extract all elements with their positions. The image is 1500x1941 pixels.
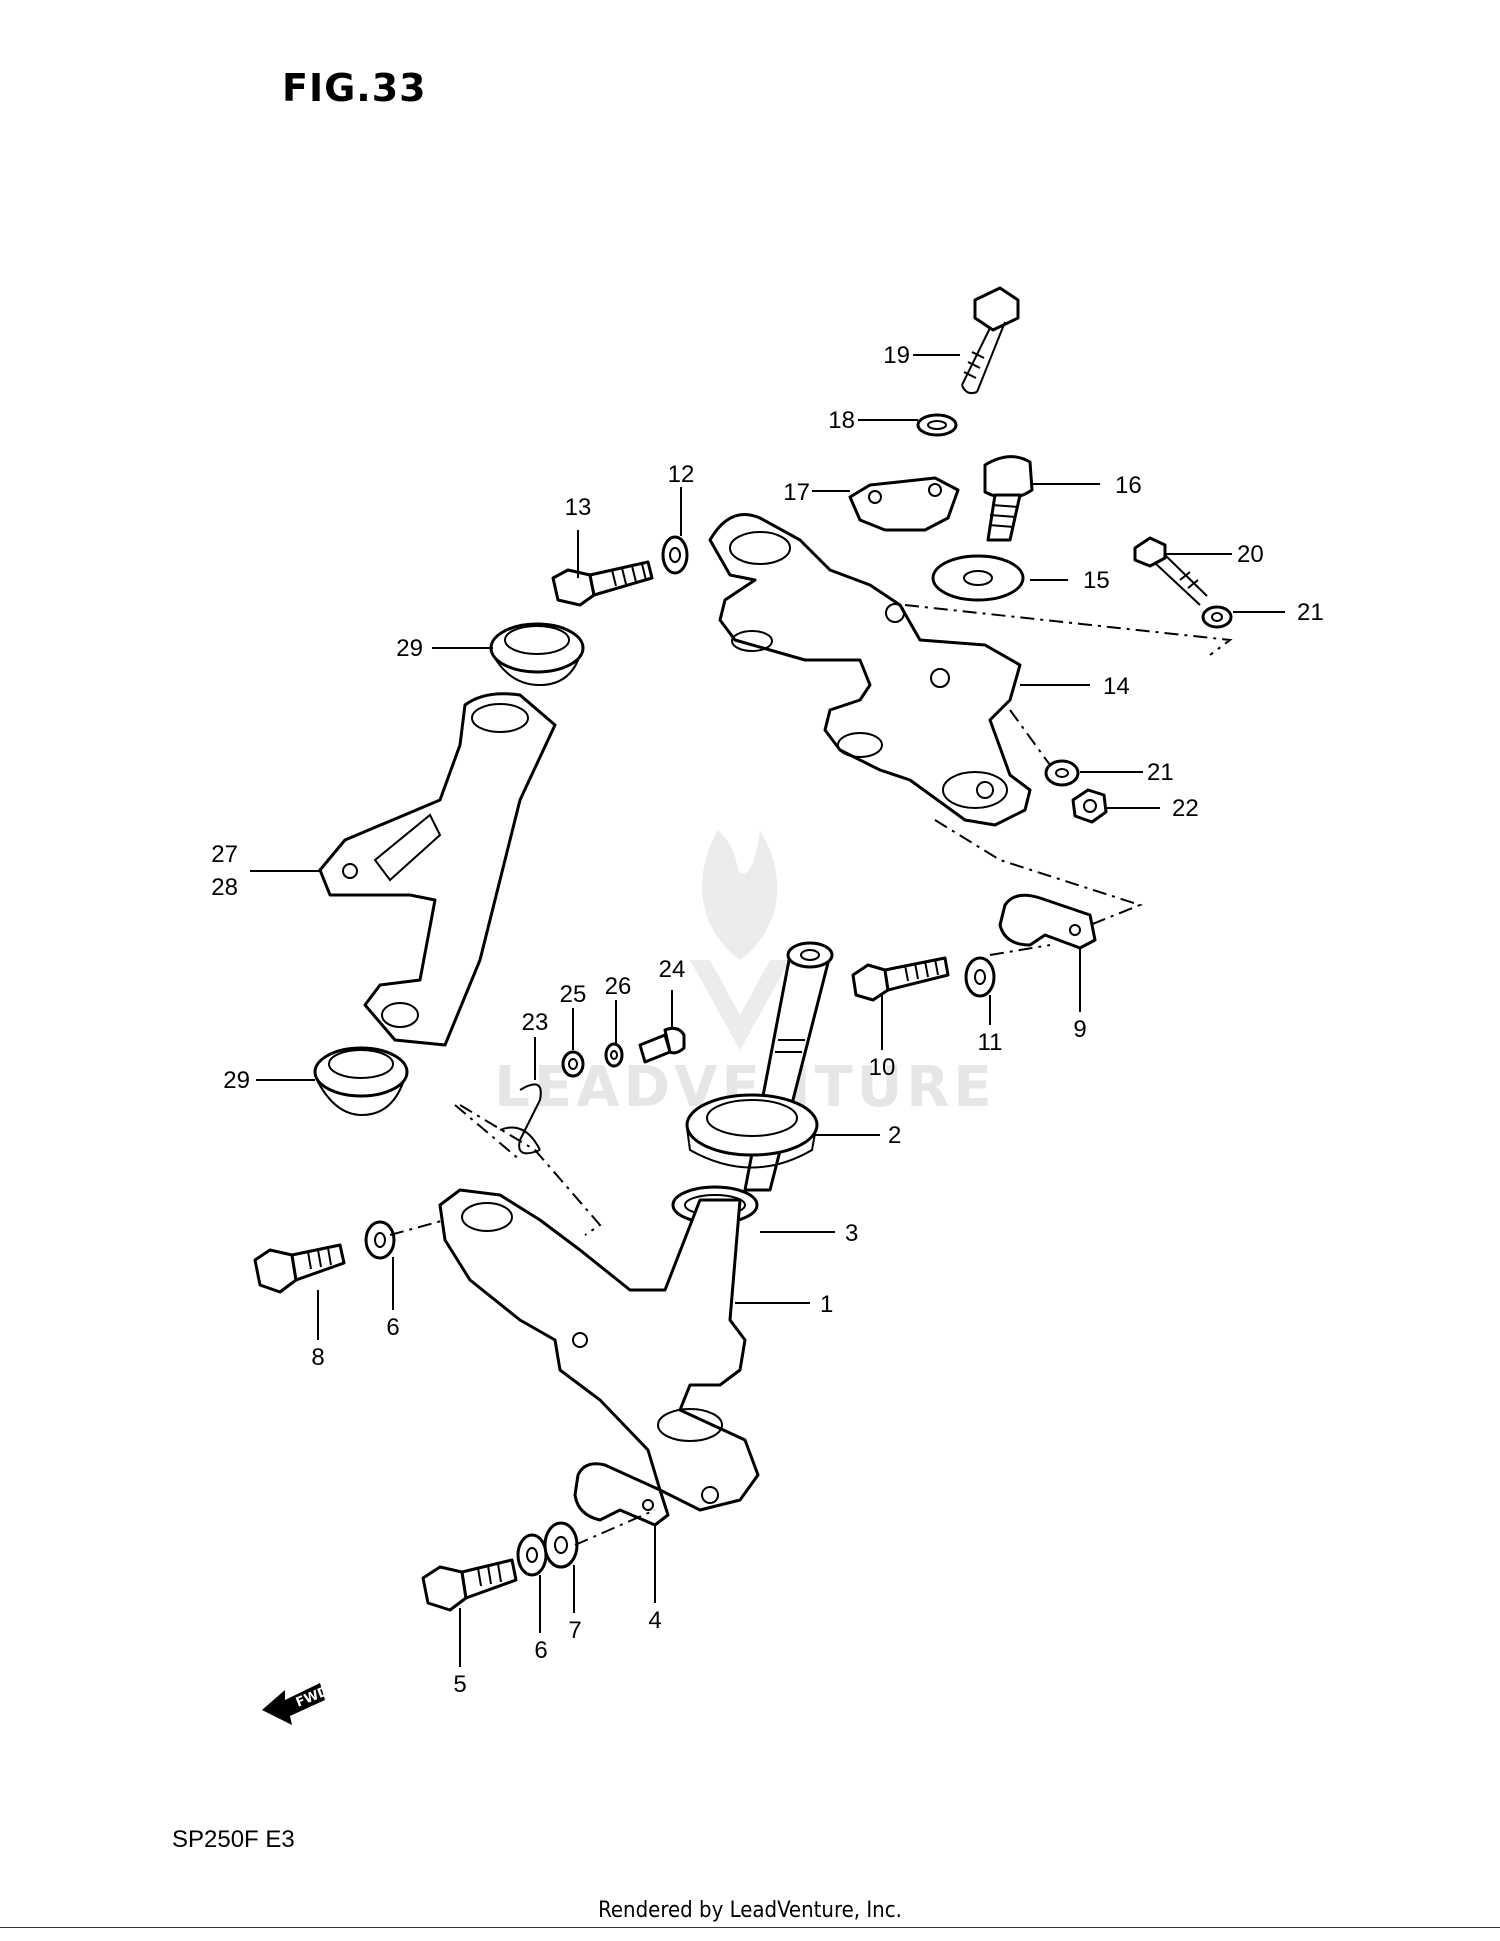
part-11-washer: [964, 956, 996, 998]
assembly-lines: [389, 604, 1233, 1546]
callout-22: 22: [1172, 795, 1199, 822]
part-13-bolt: [551, 560, 654, 607]
callout-15: 15: [1083, 567, 1110, 594]
callout-29-upper: 29: [396, 635, 423, 662]
callout-19: 19: [883, 342, 910, 369]
part-29-seal-upper: [489, 622, 585, 687]
callout-2: 2: [888, 1122, 901, 1149]
part-29-seal-lower: [313, 1046, 409, 1117]
callout-20: 20: [1237, 541, 1264, 568]
callout-labels: 19 18 17 16 20 15 21 14 21 22 13 12 29 2…: [211, 342, 1323, 1698]
callout-12: 12: [668, 461, 695, 488]
callout-23: 23: [522, 1009, 549, 1036]
callout-16: 16: [1115, 472, 1142, 499]
callout-24: 24: [659, 956, 686, 983]
callout-17: 17: [783, 479, 810, 506]
part-6-washer-upper: [364, 1220, 396, 1260]
callout-4: 4: [648, 1607, 661, 1634]
callout-13: 13: [565, 494, 592, 521]
part-20-bolt: [1133, 536, 1208, 606]
callout-7: 7: [568, 1617, 581, 1644]
leader-lines: [250, 354, 1285, 1667]
callout-10: 10: [869, 1054, 896, 1081]
part-21-washer-upper: [1201, 605, 1233, 629]
part-16-stem-bolt: [983, 455, 1034, 542]
part-27-28-headlight-bracket: [318, 692, 557, 1047]
callout-1: 1: [820, 1291, 833, 1318]
part-7-washer: [543, 1521, 579, 1569]
part-1-lower-bracket: [438, 1188, 760, 1512]
callout-6-lower: 6: [534, 1637, 547, 1664]
footer-divider: [0, 1927, 1500, 1928]
callout-18: 18: [828, 407, 855, 434]
callout-25: 25: [560, 981, 587, 1008]
callout-27: 27: [211, 841, 238, 868]
fwd-arrow-icon: FWD: [262, 1683, 331, 1725]
callout-9: 9: [1073, 1016, 1086, 1043]
model-code: SP250F E3: [172, 1826, 295, 1853]
callout-8: 8: [311, 1344, 324, 1371]
callout-14: 14: [1103, 673, 1130, 700]
callout-5: 5: [453, 1671, 466, 1698]
part-25-washer: [561, 1050, 585, 1078]
part-12-washer: [661, 535, 689, 575]
part-17-handlebar-holder: [848, 476, 960, 532]
figure-title: FIG.33: [282, 66, 427, 110]
part-26-washer: [604, 1042, 624, 1068]
callout-21-upper: 21: [1297, 599, 1324, 626]
callout-11: 11: [978, 1029, 1003, 1056]
part-18-lock-washer: [916, 413, 958, 437]
callout-21-lower: 21: [1147, 759, 1174, 786]
part-6-washer-lower: [516, 1533, 548, 1577]
part-14-upper-bracket: [708, 513, 1032, 827]
part-5-bolt: [421, 1558, 518, 1612]
part-23-clip: [499, 1083, 542, 1155]
part-10-bolt: [851, 956, 950, 1002]
part-19-bolt: [961, 286, 1020, 395]
part-9-cable-clamp: [998, 893, 1097, 950]
callout-6-upper: 6: [386, 1314, 399, 1341]
callout-29-lower: 29: [223, 1067, 250, 1094]
part-21-washer-lower: [1044, 759, 1080, 787]
part-8-bolt: [253, 1243, 346, 1294]
callout-28: 28: [211, 874, 238, 901]
part-2-bearing: [685, 1093, 819, 1169]
callout-3: 3: [845, 1220, 858, 1247]
callout-26: 26: [605, 973, 632, 1000]
part-24-screw: [638, 1026, 686, 1064]
part-22-nut: [1071, 788, 1108, 824]
part-15-washer: [931, 554, 1025, 602]
footer-credit: Rendered by LeadVenture, Inc.: [598, 1898, 902, 1923]
